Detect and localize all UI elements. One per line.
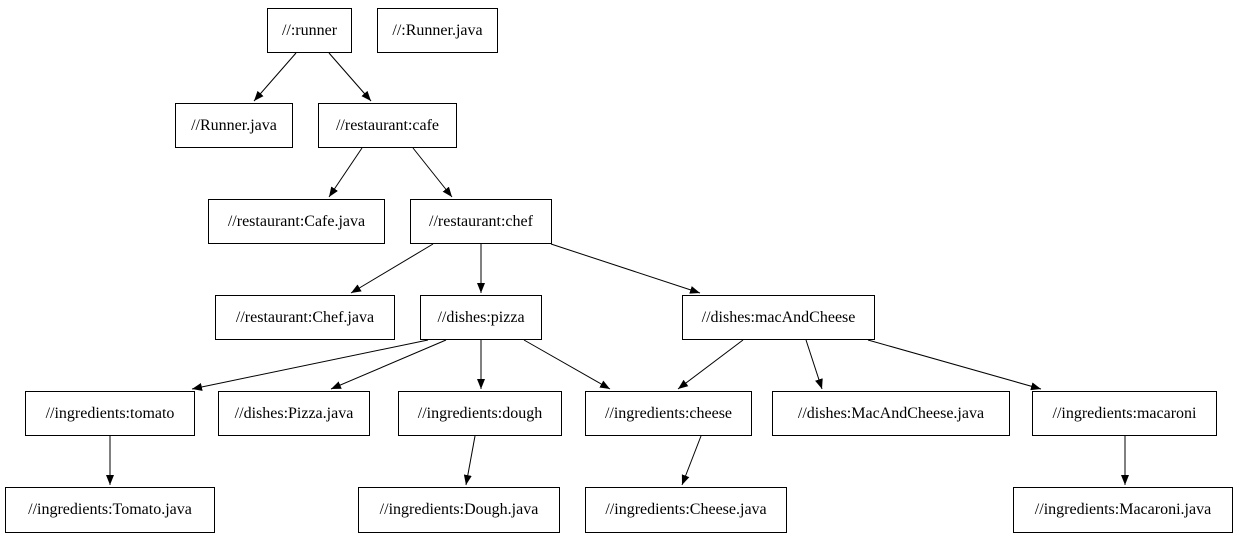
graph-node-label: //:Runner.java — [392, 21, 483, 39]
graph-node-runner-java: //Runner.java — [175, 103, 293, 148]
graph-node-label: //restaurant:Cafe.java — [227, 212, 366, 230]
graph-node-pizza-java: //dishes:Pizza.java — [218, 391, 370, 436]
graph-node-label: //dishes:macAndCheese — [701, 308, 856, 326]
graph-edge-mac-and-cheese-to-cheese — [677, 339, 744, 390]
graph-edge-pizza-to-cheese — [523, 339, 611, 390]
graph-edge-runner-to-cafe — [328, 52, 372, 102]
graph-node-chef: //restaurant:chef — [410, 199, 552, 244]
graph-edge-chef-to-mac-and-cheese — [550, 243, 701, 294]
graph-node-label: //dishes:MacAndCheese.java — [797, 404, 985, 422]
graph-node-label: //Runner.java — [191, 116, 277, 134]
graph-node-label: //dishes:Pizza.java — [234, 404, 354, 422]
graph-node-label: //ingredients:Cheese.java — [605, 501, 767, 518]
graph-node-chef-java: //restaurant:Chef.java — [215, 295, 395, 340]
graph-edge-pizza-to-pizza-java — [330, 339, 447, 390]
graph-node-label: //restaurant:cafe — [335, 116, 440, 134]
graph-edge-cafe-to-cafe-java — [328, 147, 363, 198]
graph-node-macaroni-java: //ingredients:Macaroni.java — [1013, 487, 1233, 533]
graph-node-mac-and-cheese-java: //dishes:MacAndCheese.java — [772, 391, 1010, 436]
graph-node-pizza: //dishes:pizza — [420, 295, 542, 340]
graph-node-cheese-java: //ingredients:Cheese.java — [585, 487, 787, 533]
graph-node-runner: //:runner — [267, 8, 352, 53]
graph-node-label: //ingredients:cheese — [604, 404, 733, 422]
graph-node-dough: //ingredients:dough — [398, 391, 562, 436]
graph-node-runner-java-root: //:Runner.java — [377, 8, 498, 53]
graph-node-cheese: //ingredients:cheese — [585, 391, 752, 436]
graph-edge-dough-to-dough-java — [463, 435, 476, 486]
graph-node-macaroni: //ingredients:macaroni — [1032, 391, 1217, 436]
graph-edge-pizza-to-tomato — [191, 339, 429, 391]
graph-edge-cheese-to-cheese-java — [681, 435, 702, 486]
graph-node-label: //:runner — [281, 21, 338, 39]
graph-edge-mac-and-cheese-to-macaroni — [867, 339, 1042, 391]
graph-node-label: //ingredients:Macaroni.java — [1034, 501, 1212, 518]
graph-node-cafe: //restaurant:cafe — [318, 103, 457, 148]
graph-node-label: //ingredients:Dough.java — [379, 501, 539, 518]
graph-node-tomato: //ingredients:tomato — [25, 391, 195, 436]
graph-node-label: //restaurant:chef — [429, 212, 533, 230]
graph-node-dough-java: //ingredients:Dough.java — [358, 487, 560, 533]
graph-node-label: //restaurant:Chef.java — [235, 308, 375, 326]
graph-node-tomato-java: //ingredients:Tomato.java — [5, 487, 215, 533]
graph-node-cafe-java: //restaurant:Cafe.java — [208, 199, 385, 244]
graph-node-mac-and-cheese: //dishes:macAndCheese — [682, 295, 875, 340]
graph-node-label: //dishes:pizza — [437, 308, 525, 326]
graph-node-label: //ingredients:Tomato.java — [28, 501, 192, 518]
graph-node-label: //ingredients:tomato — [45, 404, 175, 422]
graph-edge-runner-to-runner-java — [253, 52, 297, 102]
graph-node-label: //ingredients:dough — [417, 404, 543, 422]
graph-node-label: //ingredients:macaroni — [1052, 404, 1197, 422]
graph-edge-cafe-to-chef — [412, 147, 453, 198]
graph-edge-chef-to-chef-java — [350, 243, 434, 294]
graph-edge-mac-and-cheese-to-mac-and-cheese-java — [805, 339, 823, 390]
